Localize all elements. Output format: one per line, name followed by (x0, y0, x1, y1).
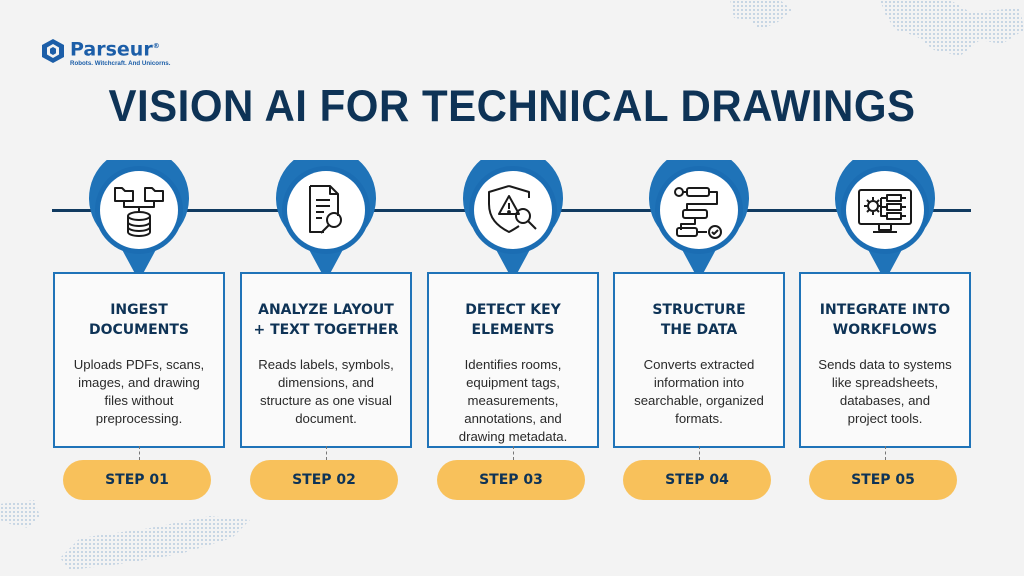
card-title: DETECT KEY ELEMENTS (429, 300, 597, 340)
dotted-world-map-top-right (730, 0, 1024, 56)
dashed-connector (885, 446, 886, 460)
card-title: INTEGRATE INTO WORKFLOWS (801, 300, 969, 340)
step-3: DETECT KEY ELEMENTS Identifies rooms, equi… (427, 160, 599, 500)
step-pin-marker (835, 160, 935, 281)
step-badge: STEP 01 (63, 460, 211, 500)
step-4: STRUCTURE THE DATA Converts extracted info… (613, 160, 785, 500)
document-search-icon (309, 185, 342, 234)
dashed-connector (326, 446, 327, 460)
step-pin-marker (649, 160, 749, 281)
card-title-line: DETECT KEY (465, 302, 561, 318)
card-description-line: formats. (675, 411, 723, 426)
step-card: ANALYZE LAYOUT + TEXT TOGETHER Reads labe… (240, 272, 412, 448)
card-title-line: + TEXT TOGETHER (253, 322, 399, 338)
step-card: DETECT KEY ELEMENTS Identifies rooms, equi… (427, 272, 599, 448)
card-description-line: structure as one visual (260, 393, 392, 408)
card-description-line: like spreadsheets, (831, 375, 939, 390)
card-description-line: document. (295, 411, 357, 426)
brand-name: Parseur® (70, 38, 160, 61)
dotted-world-map-bottom-left (0, 500, 250, 570)
flowchart-icon (674, 187, 722, 239)
card-description-line: information into (653, 375, 745, 390)
card-description-line: equipment tags, (466, 375, 560, 390)
card-description-line: Uploads PDFs, scans, (73, 357, 205, 372)
card-description: Converts extracted information into search… (621, 356, 777, 428)
card-description: Uploads PDFs, scans, images, and drawing f… (61, 356, 217, 428)
card-title-line: ELEMENTS (471, 322, 555, 338)
step-card: STRUCTURE THE DATA Converts extracted info… (613, 272, 785, 448)
card-title-line: DOCUMENTS (88, 322, 189, 338)
step-badge: STEP 03 (437, 460, 585, 500)
card-description-line: Reads labels, symbols, (258, 357, 394, 372)
card-title-line: INTEGRATE INTO (819, 302, 951, 318)
monitor-gear-icon (858, 189, 912, 233)
card-description-line: databases, and (839, 393, 931, 408)
card-description-line: Sends data to systems (818, 357, 952, 372)
card-description: Identifies rooms, equipment tags, measurem… (435, 356, 591, 446)
card-title-line: THE DATA (660, 322, 738, 338)
step-badge: STEP 04 (623, 460, 771, 500)
card-description-line: Identifies rooms, (464, 357, 562, 372)
dashed-connector (513, 446, 514, 460)
step-card: INGEST DOCUMENTS Uploads PDFs, scans, imag… (53, 272, 225, 448)
card-description-line: dimensions, and (277, 375, 375, 390)
database-folders-icon (114, 187, 164, 237)
shield-alert-search-icon (488, 185, 537, 233)
card-description-line: files without (104, 393, 174, 408)
card-description: Sends data to systems like spreadsheets, d… (807, 356, 963, 428)
card-title-line: ANALYZE LAYOUT (258, 302, 394, 318)
step-1: INGEST DOCUMENTS Uploads PDFs, scans, imag… (53, 160, 225, 500)
card-description-line: project tools. (847, 411, 923, 426)
card-description-line: Converts extracted (643, 357, 755, 372)
card-description-line: annotations, and (464, 411, 562, 426)
card-title: ANALYZE LAYOUT + TEXT TOGETHER (242, 300, 410, 340)
card-title: STRUCTURE THE DATA (615, 300, 783, 340)
card-title-line: STRUCTURE (652, 302, 746, 318)
card-title-line: INGEST (110, 302, 168, 318)
dashed-connector (139, 446, 140, 460)
step-badge: STEP 05 (809, 460, 957, 500)
step-5: INTEGRATE INTO WORKFLOWS Sends data to sy… (799, 160, 971, 500)
brand-logo[interactable]: Parseur® Robots. Witchcraft. And Unicorn… (40, 36, 170, 67)
brand-tagline: Robots. Witchcraft. And Unicorns. (70, 60, 171, 68)
step-2: ANALYZE LAYOUT + TEXT TOGETHER Reads labe… (240, 160, 412, 500)
step-pin-marker (89, 160, 189, 281)
card-description-line: drawing metadata. (458, 429, 568, 444)
step-card: INTEGRATE INTO WORKFLOWS Sends data to sy… (799, 272, 971, 448)
step-pin-marker (463, 160, 563, 281)
step-pin-marker (276, 160, 376, 281)
card-description: Reads labels, symbols, dimensions, and str… (248, 356, 404, 428)
card-title: INGEST DOCUMENTS (55, 300, 223, 340)
card-description-line: images, and drawing (78, 375, 200, 390)
page-title: VISION AI FOR TECHNICAL DRAWINGS (108, 80, 916, 131)
card-description-line: preprocessing. (95, 411, 183, 426)
dashed-connector (699, 446, 700, 460)
step-badge: STEP 02 (250, 460, 398, 500)
card-description-line: measurements, (467, 393, 559, 408)
card-title-line: WORKFLOWS (832, 322, 938, 338)
card-description-line: searchable, organized (634, 393, 764, 408)
parseur-logo-icon (42, 39, 64, 63)
